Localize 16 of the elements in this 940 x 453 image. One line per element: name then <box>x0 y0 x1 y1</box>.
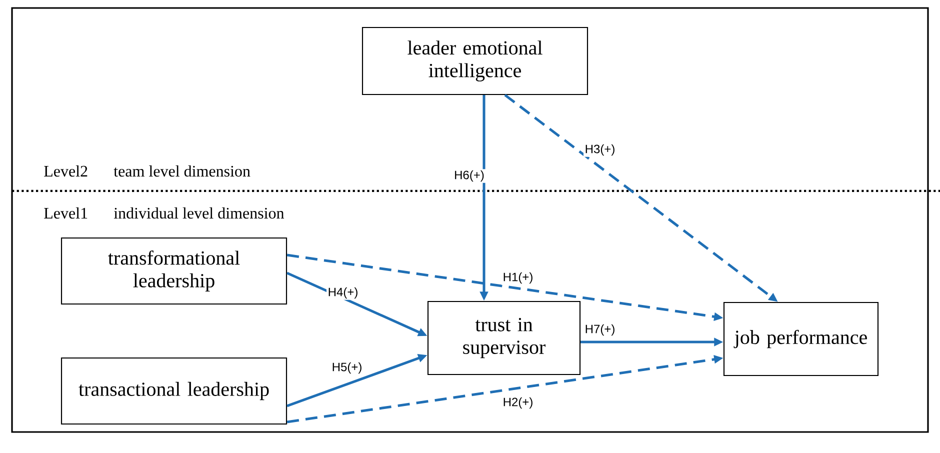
edge-label: H7(+) <box>584 323 616 337</box>
level-label: team level dimension <box>114 165 250 177</box>
edge-label: H3(+) <box>584 143 616 157</box>
concept-box: transactional leadership <box>60 357 288 425</box>
edge-label: H1(+) <box>502 271 534 285</box>
edge-label: H6(+) <box>452 169 486 183</box>
level-label: Level2 <box>44 165 88 177</box>
edge-label: H4(+) <box>326 286 360 300</box>
concept-box: leader emotional intelligence <box>362 26 588 96</box>
edge-label: H5(+) <box>330 361 364 375</box>
concept-box: transformational leadership <box>60 237 288 305</box>
level-label: Level1 <box>44 207 88 219</box>
edge-label: H2(+) <box>502 396 534 410</box>
concept-box: job performance <box>723 302 879 376</box>
level-label: individual level dimension <box>114 207 284 219</box>
concept-box: trust in supervisor <box>427 300 581 376</box>
